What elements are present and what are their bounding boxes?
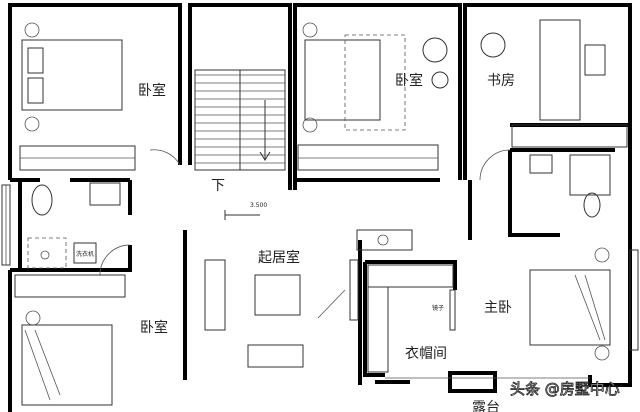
room-label-bedroom-bottom-left: 卧室	[140, 319, 168, 336]
bathroom-right	[479, 149, 611, 218]
bed-top-left	[21, 22, 123, 132]
stair-down-label: 下	[211, 178, 225, 194]
room-label-master: 主卧	[484, 300, 512, 316]
room-label-closet: 衣帽间	[405, 346, 447, 362]
bed-top-middle	[297, 22, 449, 171]
closet-furniture	[367, 264, 456, 373]
bed-bottom-left	[14, 274, 126, 406]
room-label-study: 书房	[487, 73, 515, 89]
room-label-living: 起居室	[258, 249, 300, 266]
wardrobe-top-left	[19, 145, 136, 171]
windows	[1, 184, 639, 379]
room-label-bedroom-top-middle: 卧室	[395, 72, 423, 89]
bathroom-left	[27, 182, 131, 276]
study-furniture	[480, 19, 628, 148]
mirror-label: 镜子	[432, 304, 444, 312]
living-furniture	[149, 149, 413, 368]
bed-master	[529, 247, 611, 361]
washer-label: 洗衣机	[76, 250, 94, 258]
room-label-terrace: 露台	[472, 400, 500, 412]
watermark: 头条 @房墅中心	[510, 380, 620, 398]
room-label-bedroom-top-left: 卧室	[138, 82, 166, 99]
staircase	[194, 69, 286, 171]
walls	[8, 3, 632, 412]
elevation-label: 3.500	[250, 202, 267, 209]
